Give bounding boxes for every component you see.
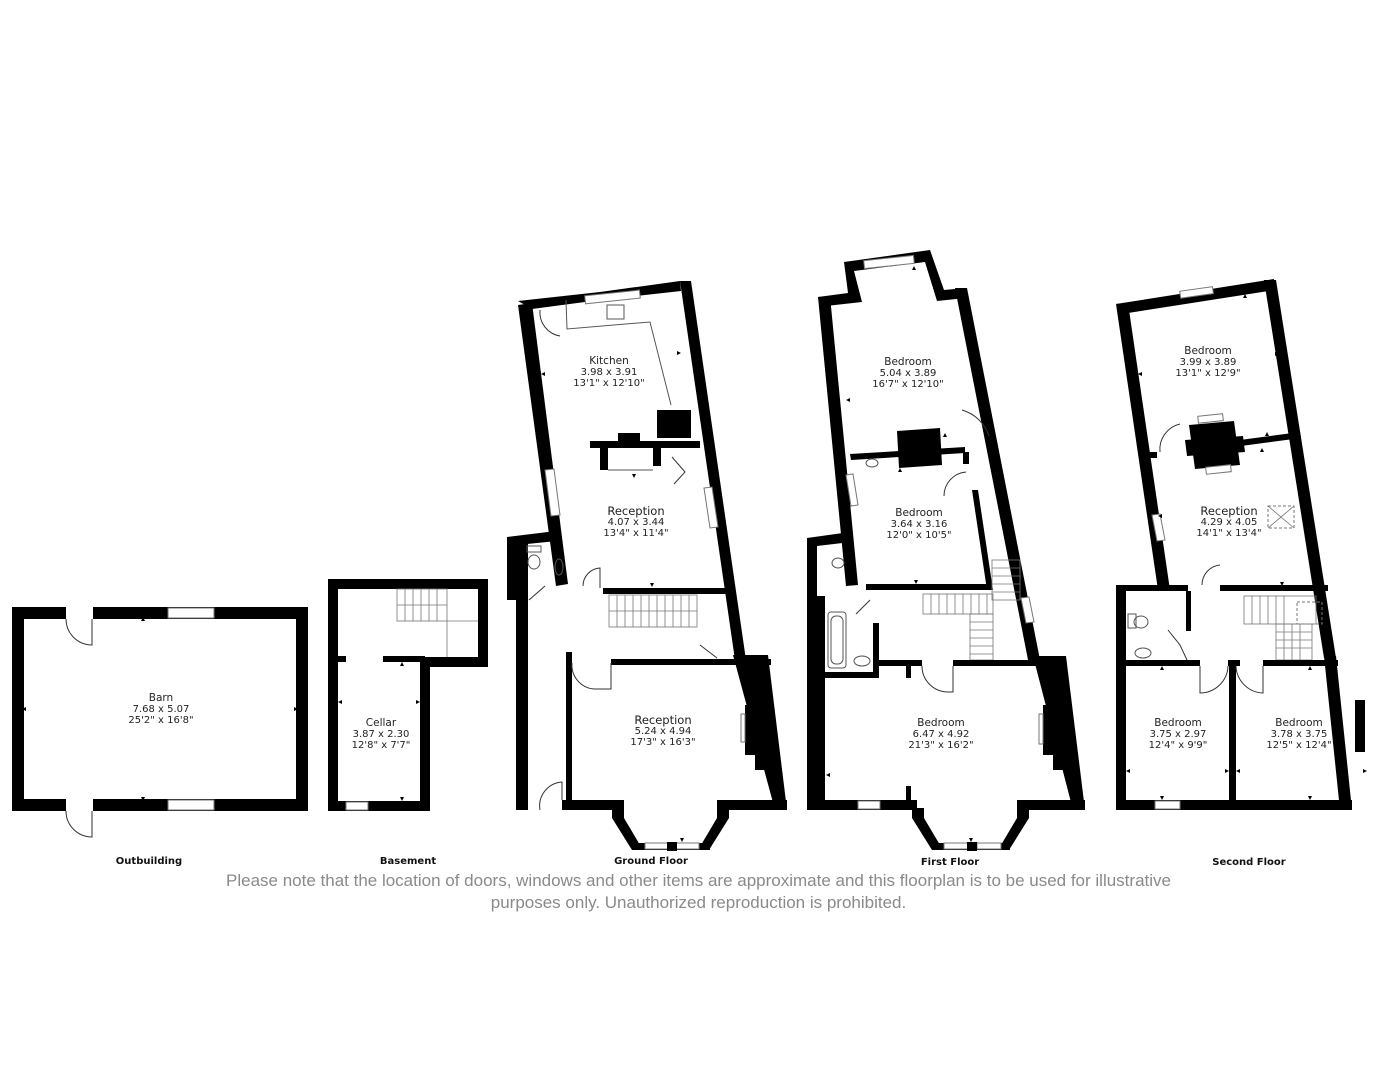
floor-label-basement: Basement [379,856,437,867]
room-label-reception-rear: Reception 4.07 x 3.44 13'4" x 11'4" [603,504,669,539]
second-floor-plan [1116,279,1367,810]
room-name: Barn [148,692,174,704]
disclaimer-line-2: purposes only. Unauthorized reproduction… [490,893,907,912]
room-label-bedroom-rear: Bedroom 5.04 x 3.89 16'7" x 12'10" [872,356,944,391]
room-metric: 3.64 x 3.16 [890,519,948,530]
floor-label-outbuilding: Outbuilding [115,856,183,867]
room-imperial: 21'3" x 16'2" [908,740,974,751]
room-metric: 3.99 x 3.89 [1179,357,1237,368]
room-name: Bedroom [1184,345,1232,357]
room-name: Cellar [365,717,397,729]
room-name: Bedroom [1275,717,1323,729]
disclaimer-line-1: Please note that the location of doors, … [226,871,1171,890]
room-imperial: 13'4" x 11'4" [603,528,669,539]
room-imperial: 12'0" x 10'5" [886,530,952,541]
room-metric: 6.47 x 4.92 [912,729,970,740]
room-name: Reception [607,504,665,518]
first-floor-plan [807,250,1085,851]
room-metric: 5.04 x 3.89 [879,368,937,379]
room-metric: 4.29 x 4.05 [1200,517,1258,528]
room-label-cellar: Cellar 3.87 x 2.30 12'8" x 7'7" [351,717,411,752]
outbuilding-plan [12,606,308,838]
room-imperial: 12'8" x 7'7" [351,740,411,751]
room-label-bedroom-front: Bedroom 6.47 x 4.92 21'3" x 16'2" [908,717,974,752]
room-metric: 3.87 x 2.30 [352,729,410,740]
room-metric: 7.68 x 5.07 [132,704,190,715]
room-metric: 3.98 x 3.91 [580,367,638,378]
room-metric: 3.75 x 2.97 [1149,729,1207,740]
ground-floor-plan [507,281,787,851]
room-imperial: 13'1" x 12'10" [573,378,645,389]
disclaimer: Please note that the location of doors, … [0,870,1397,914]
room-label-barn: Barn 7.68 x 5.07 25'2" x 16'8" [128,692,194,727]
room-label-bedroom-left: Bedroom 3.75 x 2.97 12'4" x 9'9" [1148,717,1208,752]
room-name: Bedroom [884,356,932,368]
room-imperial: 13'1" x 12'9" [1175,368,1241,379]
room-imperial: 12'4" x 9'9" [1148,740,1208,751]
room-label-reception-second: Reception 4.29 x 4.05 14'1" x 13'4" [1196,504,1262,539]
room-metric: 4.07 x 3.44 [607,517,665,528]
room-imperial: 12'5" x 12'4" [1266,740,1332,751]
room-imperial: 14'1" x 13'4" [1196,528,1262,539]
room-name: Kitchen [589,355,629,367]
floor-label-ground-floor: Ground Floor [614,856,688,867]
floor-label-first-floor: First Floor [920,857,980,868]
room-label-bedroom-middle: Bedroom 3.64 x 3.16 12'0" x 10'5" [886,507,952,542]
room-label-bedroom-right: Bedroom 3.78 x 3.75 12'5" x 12'4" [1266,717,1332,752]
room-metric: 3.78 x 3.75 [1270,729,1328,740]
room-imperial: 16'7" x 12'10" [872,379,944,390]
room-name: Bedroom [917,717,965,729]
basement-plan [328,579,488,811]
room-name: Reception [634,713,692,727]
room-metric: 5.24 x 4.94 [634,726,692,737]
room-label-reception-front: Reception 5.24 x 4.94 17'3" x 16'3" [630,713,696,748]
room-name: Bedroom [1154,717,1202,729]
room-imperial: 17'3" x 16'3" [630,737,696,748]
floor-label-second-floor: Second Floor [1212,857,1286,868]
room-imperial: 25'2" x 16'8" [128,715,194,726]
room-label-bedroom-top: Bedroom 3.99 x 3.89 13'1" x 12'9" [1175,345,1241,380]
room-label-kitchen: Kitchen 3.98 x 3.91 13'1" x 12'10" [573,355,645,390]
room-name: Reception [1200,504,1258,518]
room-name: Bedroom [895,507,943,519]
